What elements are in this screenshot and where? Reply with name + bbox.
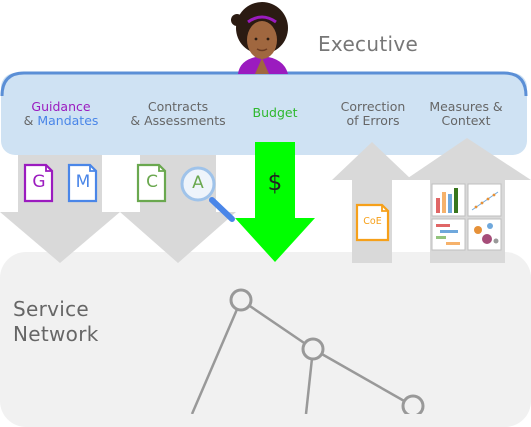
- bar-chart-thumbnail-icon: [431, 183, 466, 217]
- service-network-line1: Service: [13, 297, 90, 321]
- budget-down-arrow: [235, 142, 315, 262]
- dollar-sign-icon: $: [267, 170, 283, 196]
- network-node: [229, 288, 253, 312]
- measures-context-label: Measures & Context: [420, 100, 512, 128]
- executive-avatar: [231, 2, 288, 74]
- mandates-doc-letter: M: [75, 172, 91, 192]
- gantt-chart-thumbnail-icon: [431, 218, 466, 251]
- correction-up-arrow: [332, 142, 412, 263]
- network-graph: [190, 288, 425, 414]
- budget-label: Budget: [252, 105, 298, 120]
- service-network-line2: Network: [13, 322, 99, 346]
- assessment-letter: A: [192, 173, 204, 193]
- guidance-down-arrow: [0, 155, 120, 263]
- measures-label: Measures &: [429, 99, 503, 114]
- of-errors-label: of Errors: [346, 113, 400, 128]
- contracts-assessments-label: Contracts & Assessments: [122, 100, 234, 128]
- service-network-title: Service Network: [13, 297, 99, 347]
- coe-doc-label: CoE: [363, 216, 382, 227]
- correction-of-errors-label: Correction of Errors: [330, 100, 416, 128]
- contract-doc-letter: C: [146, 172, 158, 192]
- diagram-canvas: [0, 2, 531, 414]
- executive-bar-border: [0, 71, 528, 97]
- assessments-label: & Assessments: [130, 113, 226, 128]
- scatter-chart-thumbnail-icon: [467, 183, 502, 217]
- guidance-ampersand: &: [23, 113, 38, 128]
- bubble-chart-thumbnail-icon: [467, 218, 502, 251]
- guidance-mandates-label: Guidance & Mandates: [17, 100, 105, 128]
- guidance-doc-letter: G: [32, 172, 46, 192]
- executive-bar: [1, 73, 527, 155]
- service-network-area: [0, 252, 531, 427]
- executive-title: Executive: [318, 32, 419, 56]
- guidance-label: Guidance: [31, 99, 91, 114]
- mandates-doc-icon: [67, 163, 98, 203]
- network-node: [301, 337, 325, 361]
- network-node: [401, 394, 425, 414]
- context-label: Context: [441, 113, 491, 128]
- correction-label: Correction: [340, 99, 406, 114]
- magnifier-icon: [180, 166, 235, 222]
- guidance-doc-icon: [23, 163, 54, 203]
- contract-doc-icon: [136, 163, 167, 203]
- mandates-label: Mandates: [37, 113, 99, 128]
- contracts-label: Contracts: [147, 99, 209, 114]
- coe-doc-icon: [355, 203, 390, 242]
